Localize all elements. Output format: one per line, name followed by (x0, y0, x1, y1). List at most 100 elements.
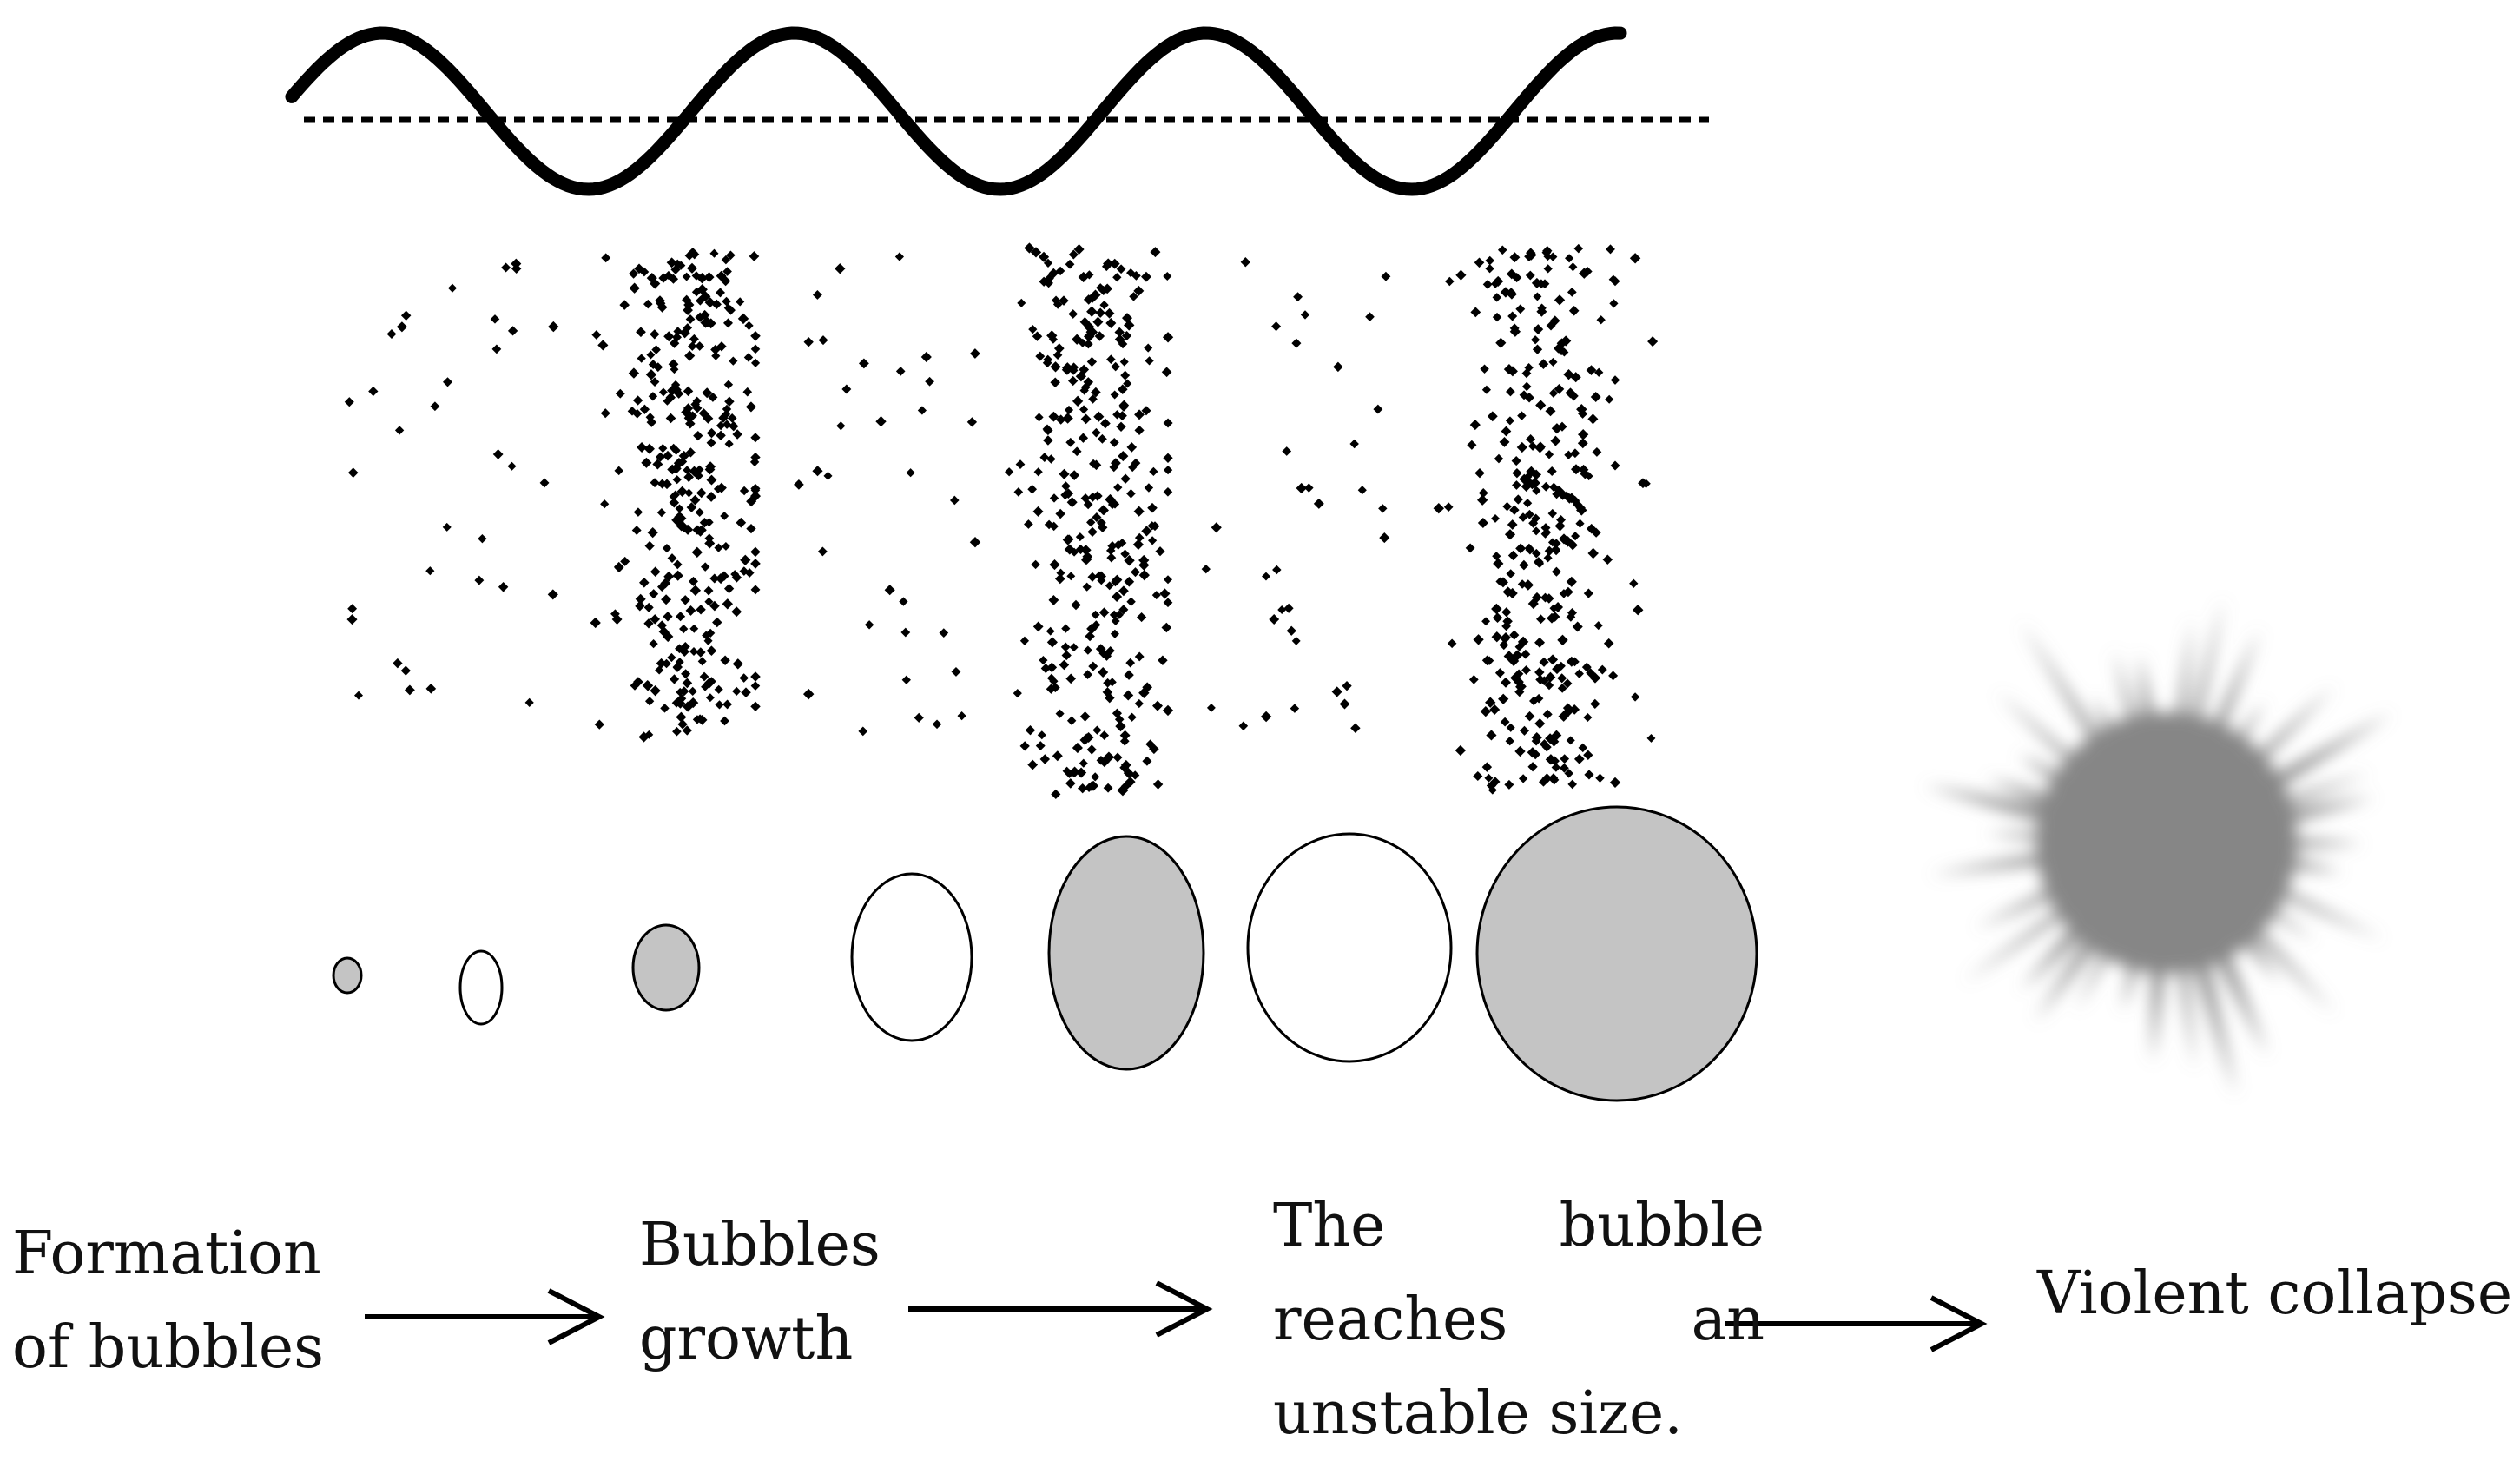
acoustic-wave-curve (285, 26, 1627, 196)
particle-sparse-region-2 (899, 597, 908, 606)
particle-dense-band-1 (672, 559, 683, 570)
particle-dense-band-2 (1163, 598, 1173, 608)
particle-sparse-region-3 (1350, 723, 1361, 734)
growth-line-2: growth (639, 1305, 854, 1373)
particle-dense-band-1 (691, 546, 703, 558)
particle-dense-band-2 (1019, 741, 1030, 751)
particle-dense-band-1 (670, 264, 681, 274)
particle-dense-band-1 (727, 413, 737, 423)
particle-dense-band-2 (1092, 512, 1102, 523)
collapse-ray (2217, 701, 2266, 770)
particle-dense-band-3 (1534, 667, 1545, 678)
particle-dense-band-3 (1504, 779, 1514, 790)
collapse-ray (2093, 696, 2129, 762)
particle-sparse-region-3 (1201, 565, 1211, 574)
particle-dense-band-3 (1505, 737, 1514, 746)
particle-dense-band-1 (744, 321, 754, 331)
collapse-ray (2173, 935, 2195, 1069)
collapse-line-1: Violent collapse (2037, 1259, 2513, 1328)
particle-dense-band-2 (1151, 700, 1164, 711)
collapse-ray (2184, 931, 2237, 1096)
particle-dense-band-1 (750, 358, 761, 367)
particle-dense-band-1 (743, 353, 754, 362)
collapse-ray (2184, 597, 2224, 751)
particle-dense-band-3 (1563, 368, 1574, 380)
particle-sparse-region-2 (802, 688, 815, 700)
particle-dense-band-3 (1584, 472, 1593, 481)
particle-dense-band-2 (1095, 307, 1105, 318)
particle-dense-band-1 (705, 693, 715, 703)
particle-dense-band-1 (677, 719, 688, 730)
particle-dense-band-1 (684, 488, 694, 498)
particle-dense-band-1 (688, 686, 697, 696)
particle-dense-band-3 (1560, 347, 1569, 357)
particle-dense-band-1 (695, 341, 705, 351)
particle-sparse-region-3 (1379, 532, 1390, 544)
particle-dense-band-1 (732, 658, 743, 670)
particle-dense-band-3 (1564, 769, 1573, 778)
particle-dense-band-3 (1505, 416, 1514, 426)
particle-dense-band-3 (1554, 520, 1566, 532)
particle-sparse-region-4 (1629, 253, 1641, 264)
particle-dense-band-2 (1151, 591, 1161, 600)
particle-dense-band-1 (663, 331, 675, 342)
particle-dense-band-3 (1487, 411, 1498, 422)
particle-dense-band-2 (1134, 532, 1145, 543)
particle-dense-band-3 (1516, 441, 1527, 453)
particle-sparse-region-3 (1211, 522, 1222, 533)
particle-dense-band-2 (1111, 617, 1120, 625)
particle-sparse-region-2 (812, 466, 823, 477)
particle-sparse-region-2 (895, 367, 906, 376)
particle-dense-band-1 (715, 288, 726, 298)
particle-sparse-region-1 (498, 582, 509, 592)
bubble-stage-5 (1047, 835, 1205, 1071)
particle-dense-band-3 (1524, 393, 1534, 403)
particle-dense-band-1 (688, 576, 699, 586)
particle-sparse-region-2 (932, 719, 942, 730)
unstable-line-2: reaches an (1273, 1273, 1765, 1367)
particle-dense-band-1 (686, 502, 697, 512)
particle-dense-band-1 (721, 255, 731, 265)
particle-dense-band-2 (1017, 298, 1026, 307)
particle-dense-band-2 (1065, 259, 1075, 269)
particle-dense-band-3 (1578, 429, 1589, 440)
particle-dense-band-3 (1551, 566, 1561, 577)
particle-dense-band-3 (1485, 264, 1494, 274)
particle-dense-band-2 (1083, 377, 1094, 387)
particle-sparse-region-4 (1630, 692, 1640, 702)
particle-sparse-region-3 (1240, 257, 1250, 268)
particle-dense-band-2 (1114, 327, 1125, 338)
particle-dense-band-2 (1065, 673, 1076, 684)
particle-dense-band-3 (1583, 750, 1593, 760)
particle-dense-band-3 (1506, 569, 1515, 578)
process-arrows (365, 1280, 1988, 1352)
particle-dense-band-1 (683, 466, 692, 475)
particle-dense-band-1 (708, 392, 718, 402)
particle-dense-band-1 (683, 305, 693, 315)
particle-dense-band-2 (1046, 662, 1058, 673)
particle-dense-band-1 (667, 553, 677, 564)
particle-dense-band-1 (739, 486, 749, 496)
particle-dense-band-1 (746, 523, 756, 534)
particle-dense-band-1 (643, 618, 654, 629)
particle-sparse-region-4 (1641, 479, 1651, 489)
particle-dense-band-1 (726, 305, 736, 315)
particle-dense-band-3 (1589, 672, 1601, 684)
particle-dense-band-1 (591, 330, 602, 340)
particle-dense-band-2 (1107, 541, 1118, 552)
particle-dense-band-3 (1539, 739, 1550, 750)
particle-dense-band-2 (1106, 552, 1117, 563)
particle-dense-band-2 (1068, 309, 1079, 319)
particle-dense-band-2 (1112, 752, 1123, 763)
particle-sparse-region-2 (894, 252, 904, 261)
particle-dense-band-2 (1068, 375, 1079, 387)
collapse-burst-blur (1923, 597, 2392, 1096)
particle-dense-band-2 (1081, 733, 1092, 744)
particle-dense-band-3 (1501, 426, 1512, 437)
bubble-stage-7 (1475, 805, 1758, 1102)
particle-dense-band-1 (679, 624, 689, 634)
particle-dense-band-1 (750, 331, 761, 341)
particle-dense-band-3 (1554, 384, 1565, 394)
particle-dense-band-2 (1105, 646, 1115, 656)
